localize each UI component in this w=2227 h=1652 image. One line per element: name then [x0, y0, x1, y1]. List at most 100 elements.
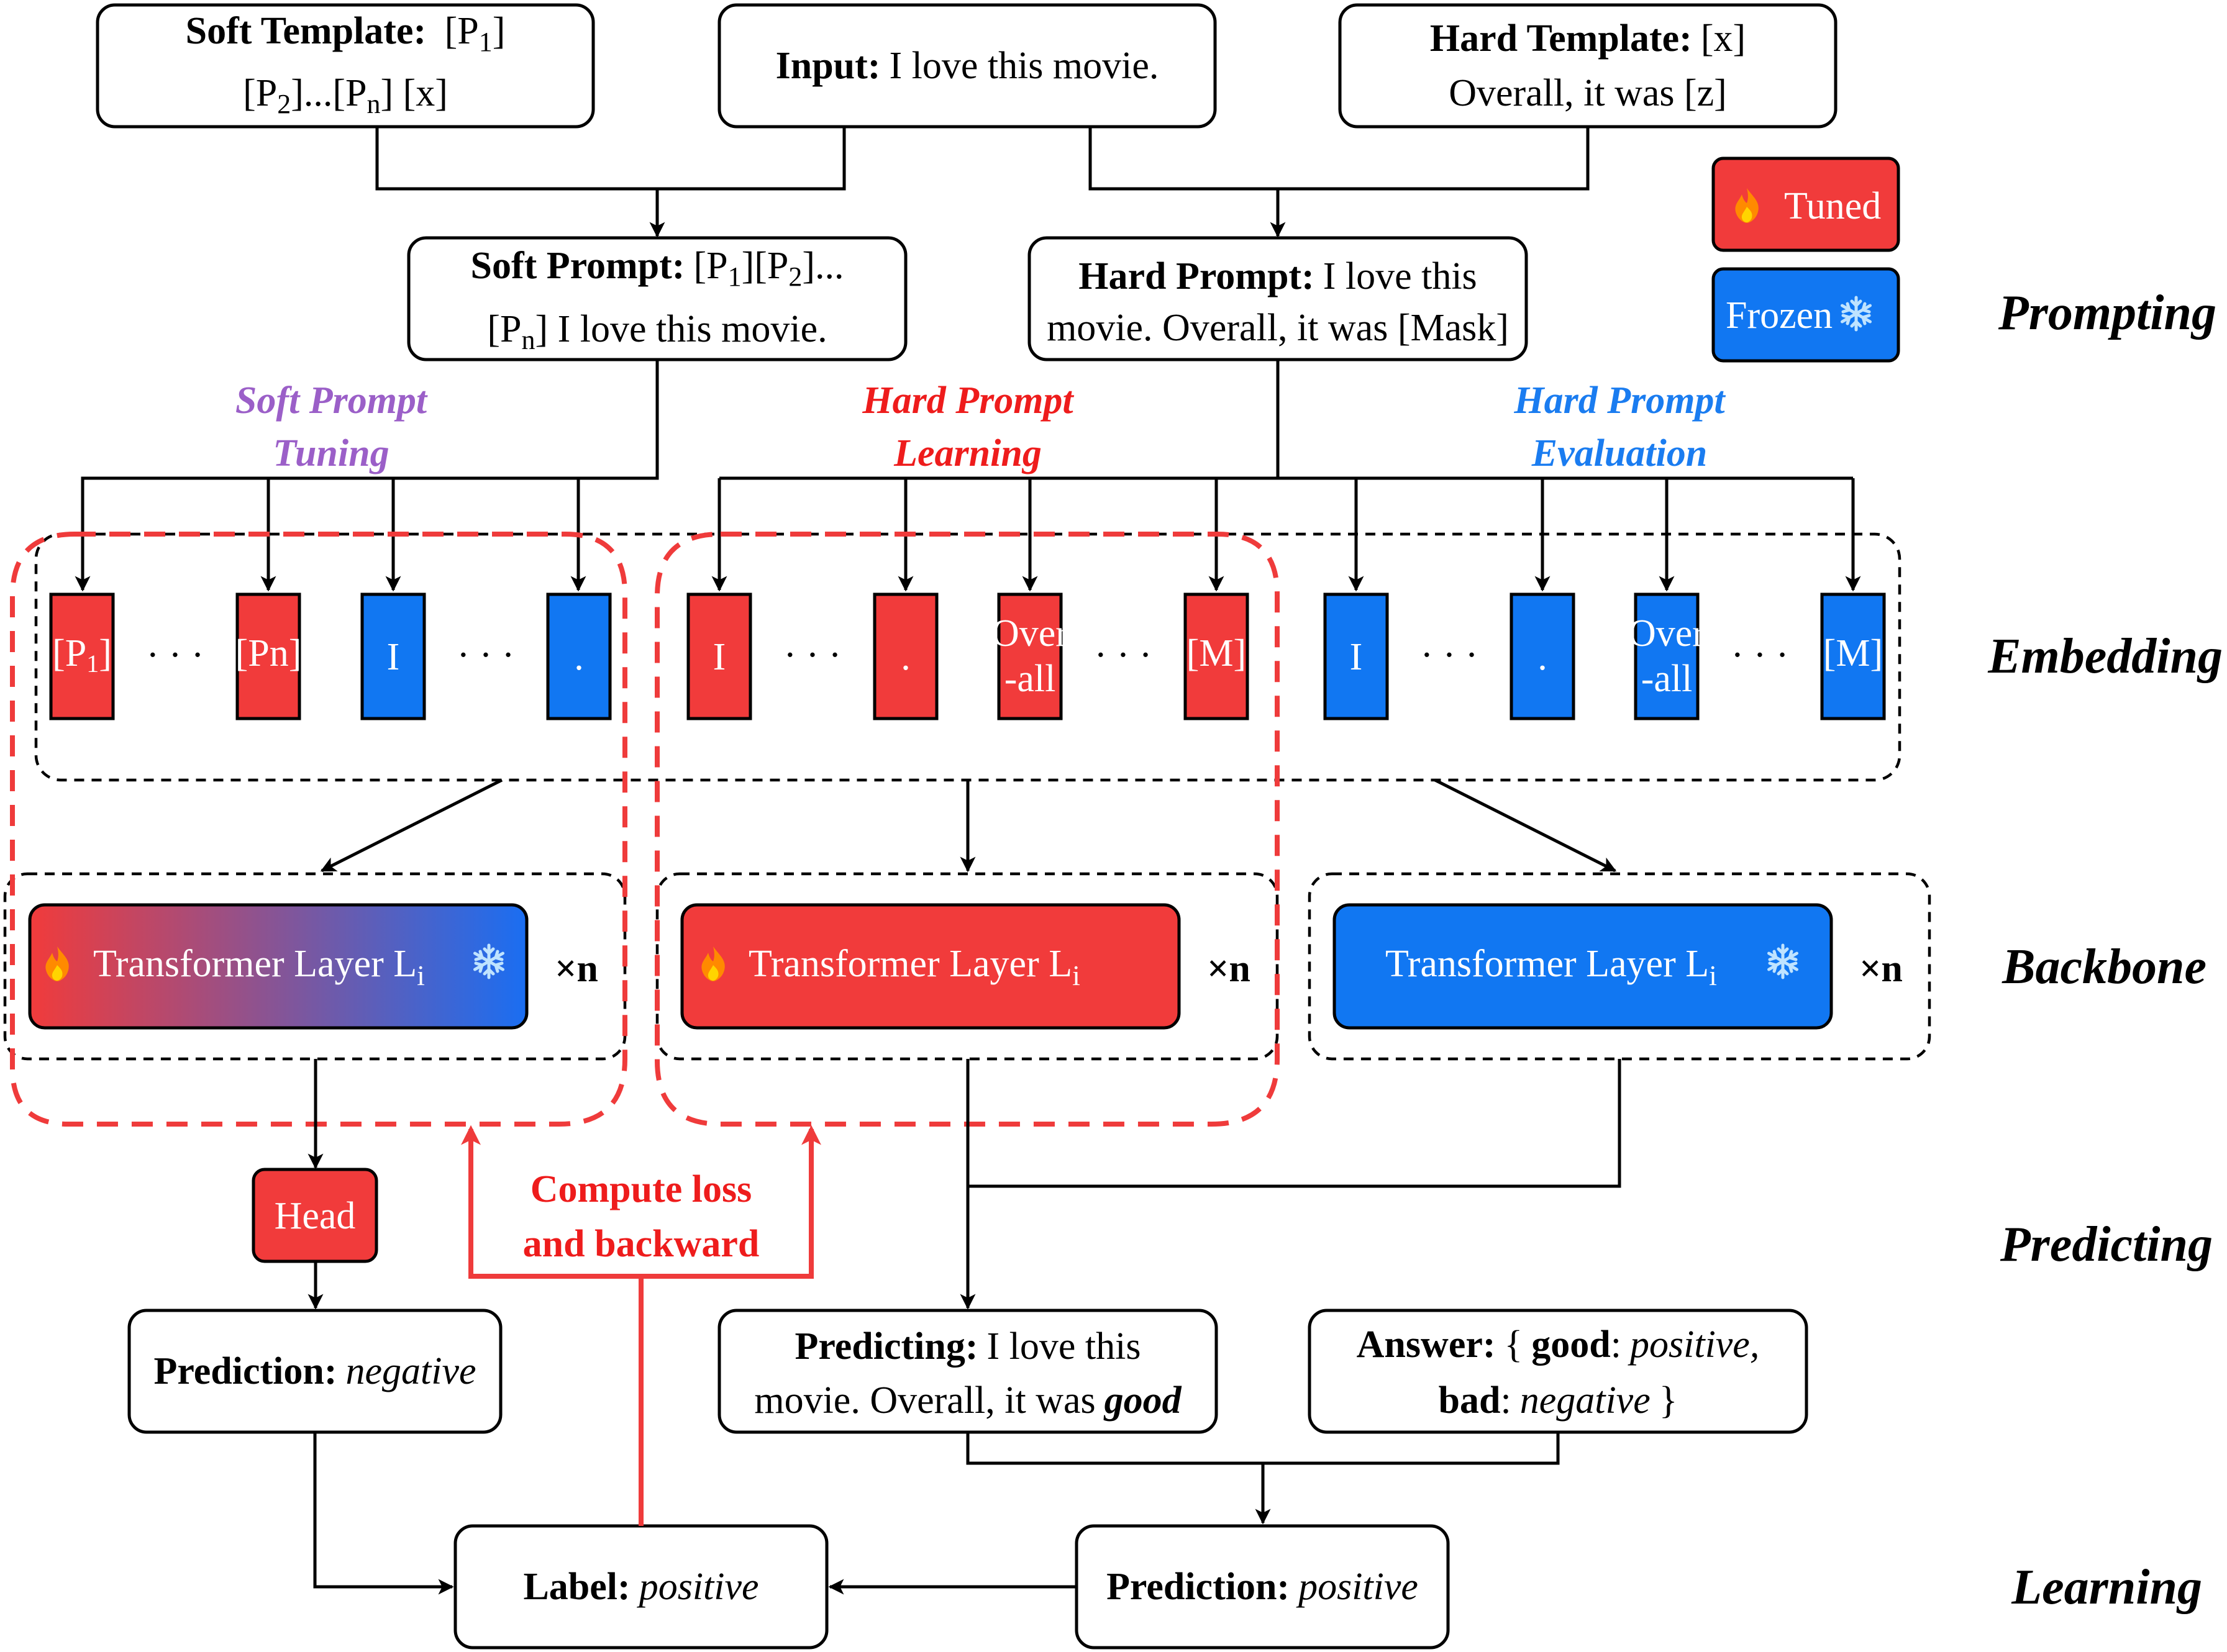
svg-text:-all: -all: [1641, 658, 1693, 700]
svg-text:Hard Prompt:I love this: Hard Prompt:I love this: [1078, 255, 1477, 297]
head-box: Head: [252, 1168, 378, 1263]
token-hl-i: I: [686, 592, 752, 720]
token-soft-i: I: [360, 592, 426, 720]
he-output-line: [968, 1059, 1621, 1188]
loss-label: Compute loss and backward: [523, 1168, 760, 1265]
svg-text:Overall, it was [z]: Overall, it was [z]: [1449, 72, 1727, 114]
svg-text:Soft Prompt:[P1][P2]...: Soft Prompt:[P1][P2]...: [470, 245, 844, 292]
tuned-region-soft: [10, 532, 627, 1127]
connector-soft-template: [375, 127, 846, 191]
token-hl-mask: [M]: [1183, 592, 1249, 720]
soft-prediction-box: Prediction:negative: [127, 1309, 503, 1434]
stage-prompting: Prompting: [1998, 286, 2216, 340]
connector-hard-template: [1088, 127, 1590, 191]
svg-text:Label:positive: Label:positive: [523, 1566, 758, 1608]
svg-text:.: .: [574, 636, 584, 678]
input-box: Input:I love this movie.: [717, 3, 1217, 129]
stage-predicting: Predicting: [2000, 1217, 2213, 1272]
label-box: Label:positive: [453, 1524, 829, 1650]
svg-text:Hard Prompt: Hard Prompt: [1513, 379, 1726, 422]
svg-text:Frozen: Frozen: [1726, 294, 1833, 337]
tuned-region-hard-learning: [655, 532, 1280, 1127]
token-soft-p1: [P1]: [49, 592, 115, 720]
svg-text:Prediction:positive: Prediction:positive: [1106, 1566, 1418, 1608]
svg-text:Transformer Layer Li: Transformer Layer Li: [749, 943, 1080, 991]
stage-learning: Learning: [2011, 1560, 2202, 1615]
svg-text:Soft Prompt: Soft Prompt: [235, 379, 428, 422]
svg-text:Tuning: Tuning: [273, 432, 389, 474]
token-he-dot: .: [1510, 592, 1575, 720]
svg-text:Answer:{good:positive,: Answer:{good:positive,: [1357, 1323, 1760, 1366]
token-he-mask: [M]: [1820, 592, 1886, 720]
svg-text:Hard Template:[x]: Hard Template:[x]: [1430, 17, 1746, 60]
token-ellipsis: · · ·: [1095, 634, 1152, 676]
token-hl-overall: Over -all: [991, 592, 1068, 720]
stage-embedding: Embedding: [1987, 629, 2223, 684]
svg-text:and backward: and backward: [523, 1223, 760, 1265]
svg-text:Evaluation: Evaluation: [1531, 432, 1708, 474]
svg-text:[P1]: [P1]: [52, 632, 112, 678]
token-he-overall: Over -all: [1628, 592, 1705, 720]
svg-text:-all: -all: [1004, 658, 1056, 700]
legend-tuned: Tuned: [1711, 157, 1900, 252]
svg-text:I: I: [387, 636, 400, 678]
token-hl-dot: .: [873, 592, 939, 720]
transformer-layer-hard-eval: Transformer Layer Li: [1332, 903, 1833, 1030]
loss-arrow-soft: [461, 1125, 641, 1279]
final-prediction-box: Prediction:positive: [1075, 1524, 1450, 1650]
svg-text:Head: Head: [275, 1195, 356, 1237]
method-label-hard-prompt-evaluation: Hard Prompt Evaluation: [1513, 379, 1726, 474]
token-soft-pn: [Pn]: [235, 592, 302, 720]
method-label-hard-prompt-learning: Hard Prompt Learning: [862, 379, 1074, 474]
arrow-embed-soft: [320, 778, 503, 873]
stage-backbone: Backbone: [2002, 940, 2207, 994]
svg-text:I: I: [713, 636, 726, 678]
svg-text:bad:negative}: bad:negative}: [1439, 1379, 1678, 1422]
layer-repeat-soft: ×n: [555, 948, 598, 990]
svg-text:Over: Over: [1628, 612, 1705, 655]
svg-text:Transformer Layer Li: Transformer Layer Li: [93, 943, 425, 991]
arrow-embed-he: [1434, 778, 1617, 873]
arrow-soft-prediction-to-label: [313, 1432, 454, 1595]
token-soft-dot: .: [546, 592, 612, 720]
svg-text:Input:I love this movie.: Input:I love this movie.: [776, 45, 1159, 87]
predicting-box: Predicting:I love this movie. Overall, i…: [717, 1309, 1218, 1434]
soft-prompt-box: Soft Prompt:[P1][P2]... [Pn] I love this…: [407, 236, 908, 361]
token-ellipsis: · · ·: [457, 634, 515, 676]
token-ellipsis: · · ·: [1421, 634, 1478, 676]
svg-text:[Pn]: [Pn]: [235, 632, 302, 674]
layer-repeat-hard-learning: ×n: [1207, 948, 1250, 990]
svg-text:Soft Template: [P1]: Soft Template: [P1]: [186, 10, 506, 57]
svg-text:Compute loss: Compute loss: [531, 1168, 752, 1210]
transformer-layer-soft: Transformer Layer Li: [28, 903, 529, 1030]
svg-text:Predicting:I love this: Predicting:I love this: [795, 1325, 1141, 1368]
transformer-layer-hard-learning: Transformer Layer Li: [680, 903, 1181, 1030]
svg-text:[M]: [M]: [1823, 632, 1883, 674]
svg-text:Hard Prompt: Hard Prompt: [862, 379, 1074, 422]
svg-text:[Pn] I love this movie.: [Pn] I love this movie.: [487, 308, 827, 355]
token-he-i: I: [1323, 592, 1389, 720]
legend-frozen: Frozen: [1711, 267, 1900, 363]
svg-text:movie. Overall, it was [Mask]: movie. Overall, it was [Mask]: [1047, 307, 1509, 349]
svg-text:[M]: [M]: [1186, 632, 1246, 674]
layer-repeat-hard-eval: ×n: [1859, 948, 1903, 990]
token-ellipsis: · · ·: [784, 634, 842, 676]
svg-text:I: I: [1350, 636, 1363, 678]
hard-prompt-box: Hard Prompt:I love this movie. Overall, …: [1027, 236, 1528, 361]
svg-text:.: .: [901, 636, 911, 678]
backbone-group-hard-eval: [1308, 872, 1931, 1061]
token-ellipsis: · · ·: [1731, 634, 1789, 676]
answer-box: Answer:{good:positive, bad:negative}: [1308, 1309, 1808, 1434]
merge-to-final-prediction: [966, 1432, 1560, 1465]
hard-template-box: Hard Template:[x] Overall, it was [z]: [1338, 3, 1838, 129]
svg-text:Over: Over: [991, 612, 1068, 655]
embedding-group: [34, 532, 1901, 782]
svg-text:Tuned: Tuned: [1784, 185, 1881, 227]
svg-text:.: .: [1537, 636, 1547, 678]
svg-text:Transformer Layer Li: Transformer Layer Li: [1385, 943, 1717, 991]
token-ellipsis: · · ·: [147, 634, 204, 676]
svg-text:[P2]...[Pn] [x]: [P2]...[Pn] [x]: [243, 72, 448, 119]
svg-text:Learning: Learning: [893, 432, 1042, 474]
